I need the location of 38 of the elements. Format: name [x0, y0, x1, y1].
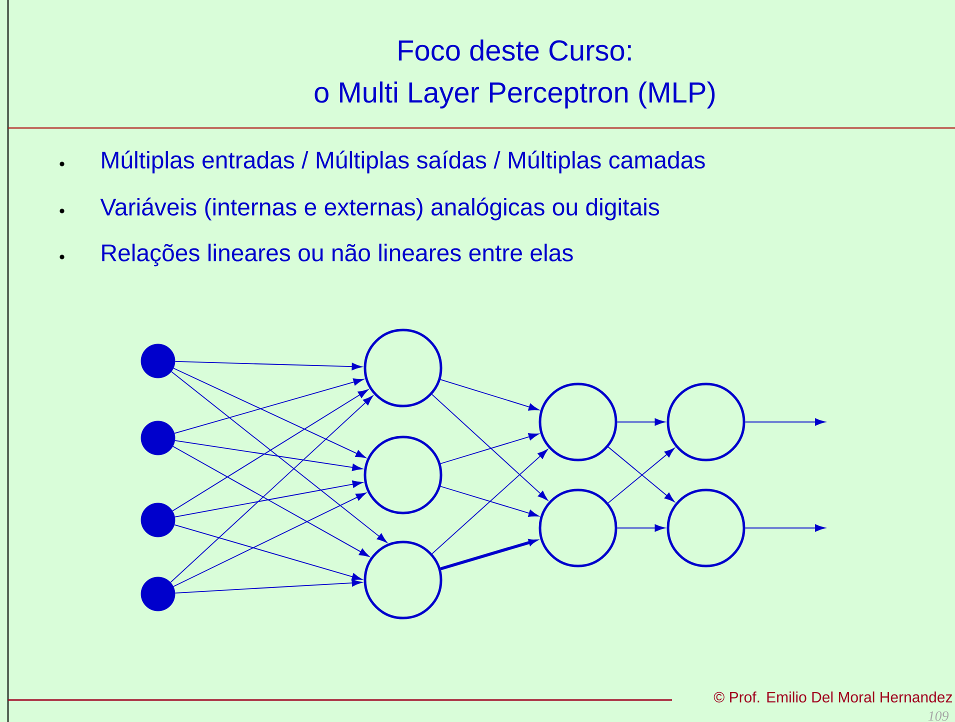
arrow [171, 371, 388, 543]
arrow [744, 524, 826, 532]
arrow [174, 361, 362, 370]
arrow [432, 449, 548, 554]
arrow [174, 480, 363, 518]
bullet-text: Variáveis (internas e externas) analógicas ou digitais [100, 198, 660, 220]
neuron-circle [364, 540, 442, 620]
arrow [174, 440, 363, 472]
input-dot [140, 502, 176, 538]
slide-title: Foco deste Curso: o Multi Layer Perceptron (MLP) [314, 39, 715, 109]
input-dot [140, 420, 176, 456]
arrow [440, 486, 539, 517]
arrow [440, 433, 539, 464]
author-credit: © Prof. Emilio Del Moral Hernandez [714, 691, 952, 702]
arrow [440, 379, 539, 411]
bullet-text: Múltiplas entradas / Múltiplas saídas / Múltiplas camadas [102, 150, 705, 174]
arrow [173, 368, 366, 458]
neuron-circle [538, 382, 618, 462]
arrow [744, 418, 826, 426]
arrow [616, 524, 666, 532]
bullet-text: Relações lineares ou não lineares entre elas [102, 244, 573, 266]
arrow [173, 492, 366, 587]
neuron-circle [364, 328, 442, 408]
neuron-circle [666, 488, 746, 568]
neuron-circle [364, 436, 442, 514]
arrow [170, 396, 374, 583]
arrow [172, 389, 368, 512]
neuron-circle [666, 382, 746, 462]
arrow [172, 446, 370, 557]
arrow [432, 394, 548, 501]
page-number: 109 [928, 711, 949, 721]
input-dot [140, 344, 176, 378]
arrow [174, 524, 362, 580]
neuron-circle [538, 488, 618, 568]
input-dot [140, 576, 176, 612]
arrow [174, 579, 362, 594]
arrow [616, 418, 666, 426]
arrow [174, 378, 364, 434]
